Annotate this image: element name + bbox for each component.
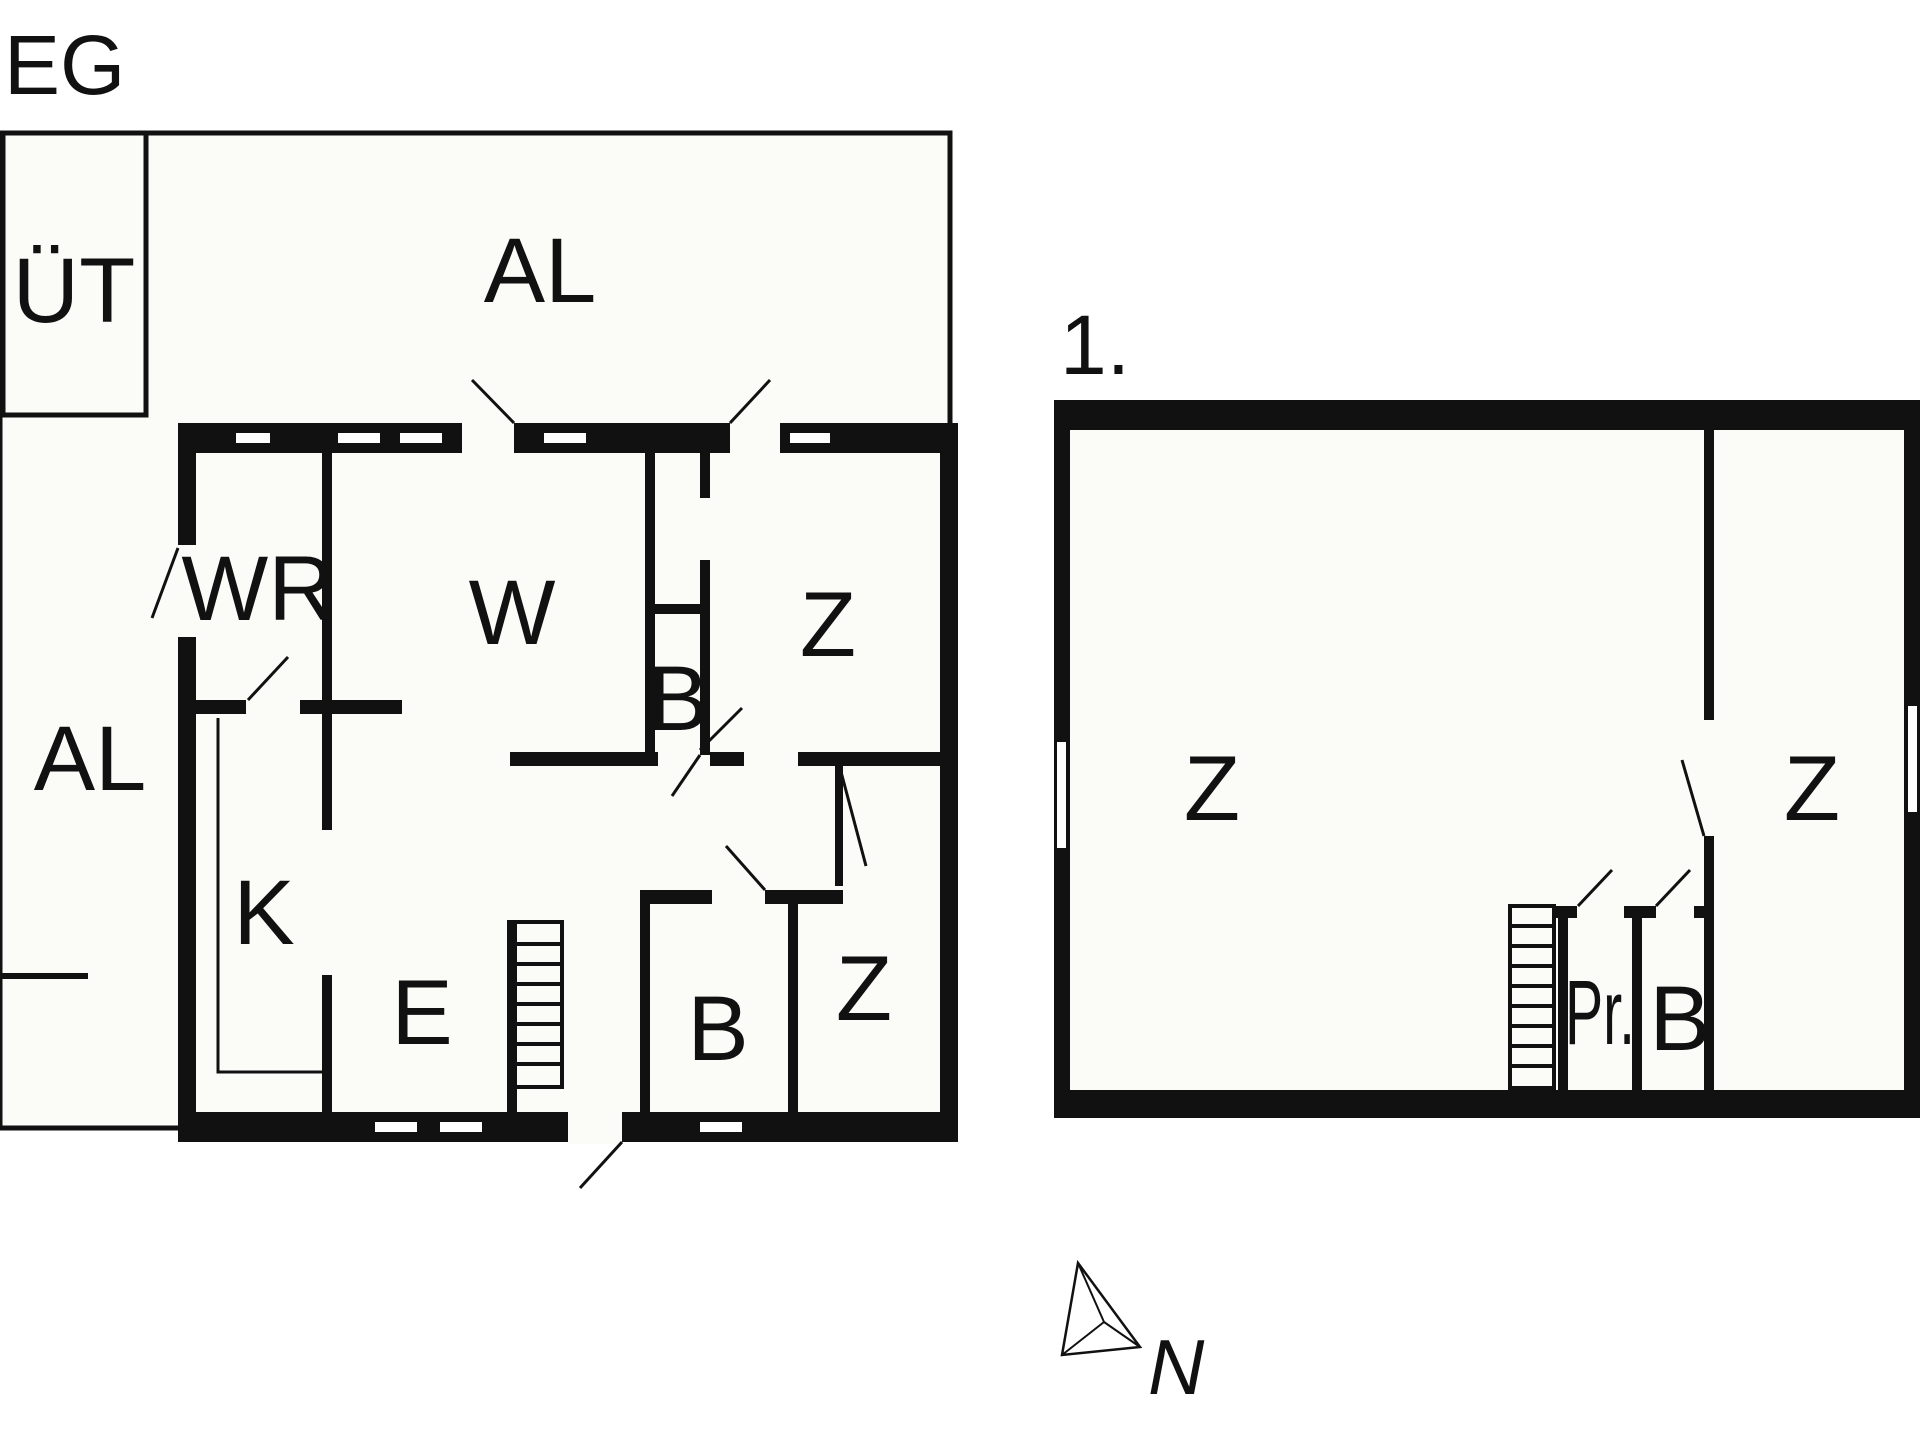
staircase-ground (510, 920, 564, 1089)
room-label-ut: ÜT (13, 240, 136, 342)
staircase-upper (1508, 904, 1556, 1090)
room-label-b-small: B (647, 648, 708, 750)
first-floor-outer-walls (1054, 400, 1920, 1118)
room-label-e: E (391, 962, 452, 1064)
kitchen-counter (216, 718, 322, 1074)
windows-bottom (375, 1122, 742, 1132)
north-arrow-icon: N (1060, 1259, 1205, 1411)
room-label-b-bottom: B (687, 978, 748, 1080)
room-label-w: W (469, 562, 556, 664)
first-floor-interior (1070, 430, 1920, 1095)
room-label-k: K (233, 862, 294, 964)
door-swings-ground (150, 378, 868, 1190)
floor-label-eg: EG (4, 18, 125, 112)
room-label-b-upper: B (1649, 968, 1710, 1070)
ground-floor: EG ÜT AL AL WR W Z B K E B Z (0, 18, 958, 1190)
window-left (1057, 742, 1066, 848)
room-label-wr: WR (181, 538, 334, 640)
door-gaps-outer (176, 423, 780, 1144)
house-interior (182, 436, 952, 1126)
window-right (1908, 706, 1917, 812)
interior-walls (190, 453, 948, 1115)
door-swings-upper (1576, 759, 1706, 908)
first-floor-interior-walls (1555, 430, 1714, 1092)
room-label-z-top: Z (800, 574, 856, 676)
door-gap-upper (1702, 722, 1716, 836)
room-label-z-right: Z (1784, 738, 1840, 840)
room-label-z-bottom: Z (836, 938, 892, 1040)
floor-label-first: 1. (1060, 298, 1130, 392)
ut-box (0, 130, 149, 418)
room-label-al-top: AL (484, 220, 597, 322)
room-label-z-left: Z (1184, 738, 1240, 840)
room-label-al-left: AL (34, 708, 147, 810)
compass-label: N (1148, 1323, 1205, 1411)
first-floor: 1. Z Z Pr. B (1054, 298, 1920, 1118)
windows-top (236, 433, 830, 443)
room-label-pr: Pr. (1565, 962, 1635, 1064)
